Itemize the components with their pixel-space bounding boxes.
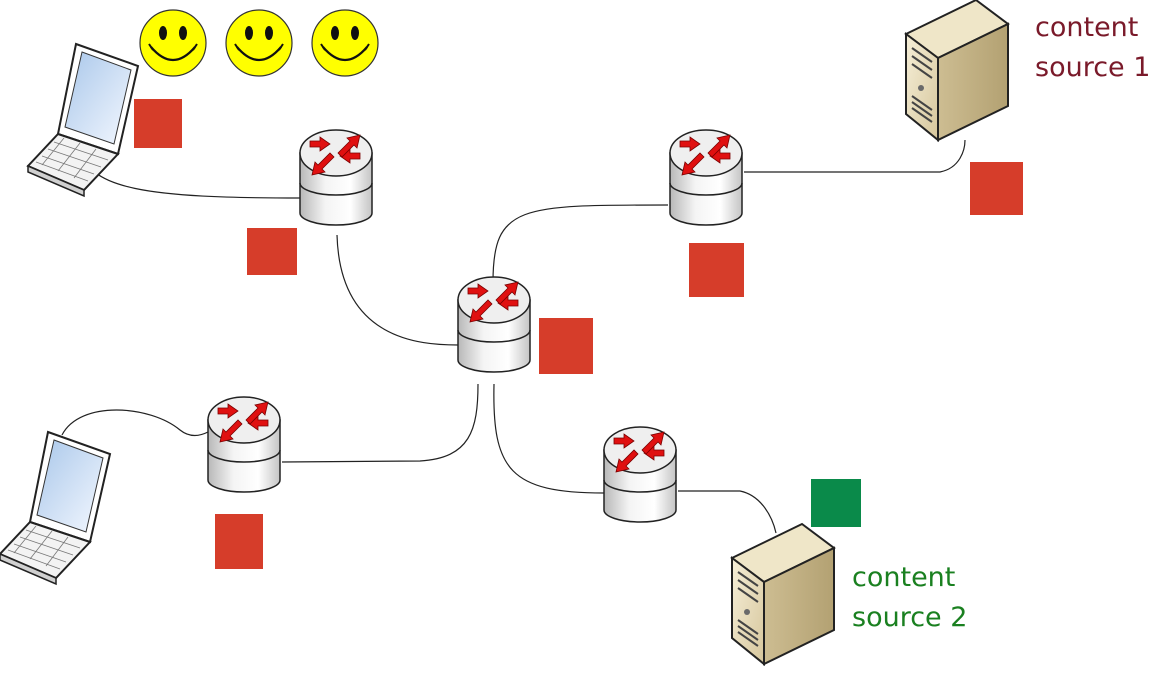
label-content-source-1: content source 1 [1035,8,1150,88]
label-line: source 1 [1035,52,1151,83]
laptop-top-left [27,43,139,197]
smiley-face-icon [310,8,380,78]
cache-full-marker [215,514,263,569]
network-links [61,139,966,534]
router-bottom-right [603,426,677,523]
smiley-face-icon [138,8,208,78]
cache-full-marker [689,243,744,297]
cache-full-marker [539,318,593,374]
server-content-source-1 [905,0,1009,141]
link-router5-server2 [678,490,777,534]
router-top-right [669,129,743,226]
link-center-router5 [493,383,605,494]
link-router4-center [281,383,479,463]
cache-markers [134,99,1023,569]
server-content-source-2 [731,523,835,665]
link-router2-server1 [744,139,966,173]
cache-empty-marker [811,479,861,527]
router-top-left [299,129,373,226]
cache-full-marker [970,162,1023,215]
router-bottom-left [207,396,281,493]
laptop-bottom-left [0,431,111,585]
label-line: content [1035,12,1139,43]
cache-full-marker [134,99,182,148]
label-line: source 2 [852,602,968,633]
router-center [457,276,531,373]
label-line: content [852,562,956,593]
smiley-face-icon [224,8,294,78]
smiley-group [138,8,380,78]
link-router1-center [336,234,459,346]
link-laptop2-router4 [61,409,209,437]
link-center-router2 [492,204,669,283]
cache-full-marker [247,228,297,275]
label-content-source-2: content source 2 [852,558,967,638]
